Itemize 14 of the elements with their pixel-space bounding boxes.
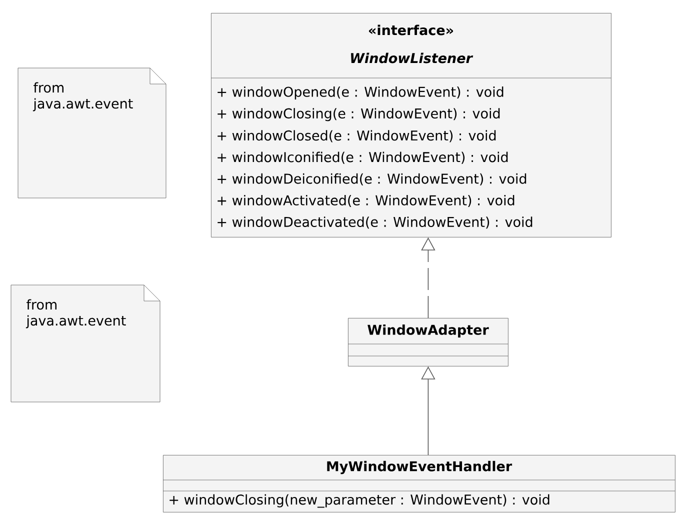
method-signature: + windowDeiconified(e : WindowEvent) : void	[218, 173, 526, 186]
method-signature: + windowClosed(e : WindowEvent) : void	[218, 130, 496, 142]
stereotype-label: «interface»	[369, 24, 453, 36]
class-name: MyWindowEventHandler	[327, 460, 512, 474]
note-box: from java.awt.event	[10, 284, 160, 402]
method-signature: + windowOpened(e : WindowEvent) : void	[218, 86, 504, 100]
method-signature: + windowClosing(new_parameter : WindowEvent) : void	[170, 494, 550, 508]
note-box: from java.awt.event	[18, 68, 166, 198]
method-signature: + windowClosing(e : WindowEvent) : void	[218, 108, 500, 122]
method-signature: + windowIconified(e : WindowEvent) : void	[218, 152, 508, 164]
method-signature: + windowDeactivated(e : WindowEvent) : void	[218, 216, 532, 229]
method-signature: + windowActivated(e : WindowEvent) : void	[218, 194, 514, 208]
class-name: WindowAdapter	[368, 324, 489, 338]
class-name: WindowListener	[351, 52, 474, 64]
